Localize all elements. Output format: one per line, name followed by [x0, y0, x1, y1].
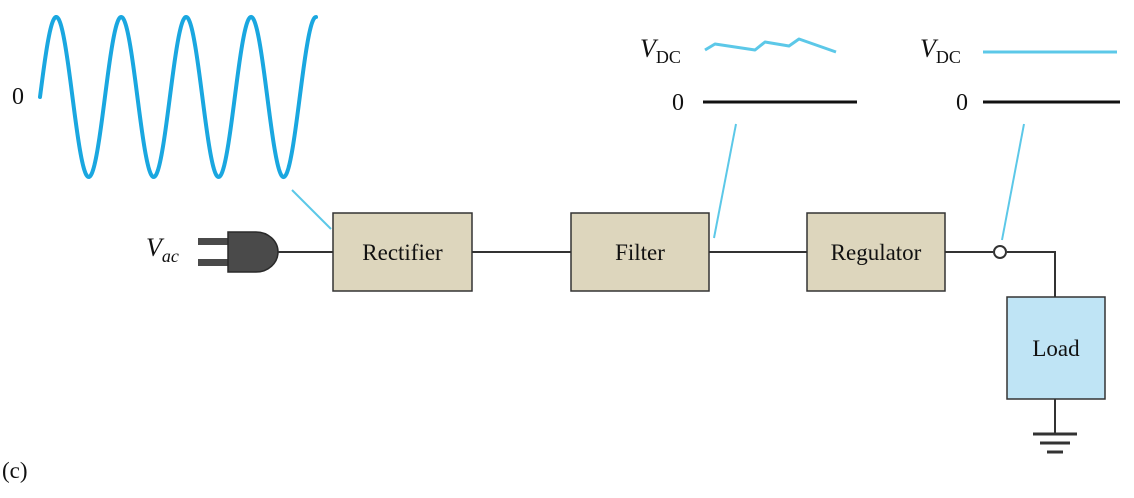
source-label: Vac: [146, 233, 179, 266]
ground-icon: [1033, 432, 1077, 454]
plug-icon: [198, 231, 279, 273]
regulator-zero-label: 0: [956, 90, 968, 116]
filter-zero-label: 0: [672, 90, 684, 116]
regulator-vdc-label: VDC: [920, 34, 961, 67]
sine-pointer-line: [291, 189, 332, 230]
figure-label: (c): [2, 458, 28, 483]
filter-block: [570, 212, 710, 292]
input-zero-label: 0: [12, 84, 24, 110]
regulator-label: Regulator: [831, 240, 922, 265]
regulator-pointer-line: [1001, 123, 1025, 241]
filter-vdc-label: VDC: [640, 34, 681, 67]
filter-pointer-line: [713, 123, 737, 239]
filter-label: Filter: [615, 240, 665, 265]
filter-ripple-waveform: [704, 37, 837, 54]
load-block: [1006, 296, 1106, 400]
ac-sine-waveform: [38, 14, 318, 180]
rectifier-label: Rectifier: [362, 240, 443, 265]
rectifier-block: [332, 212, 473, 292]
regulator-block: [806, 212, 946, 292]
circuit-wires: [278, 251, 1056, 434]
output-terminal: [993, 245, 1007, 259]
load-label: Load: [1032, 336, 1080, 361]
